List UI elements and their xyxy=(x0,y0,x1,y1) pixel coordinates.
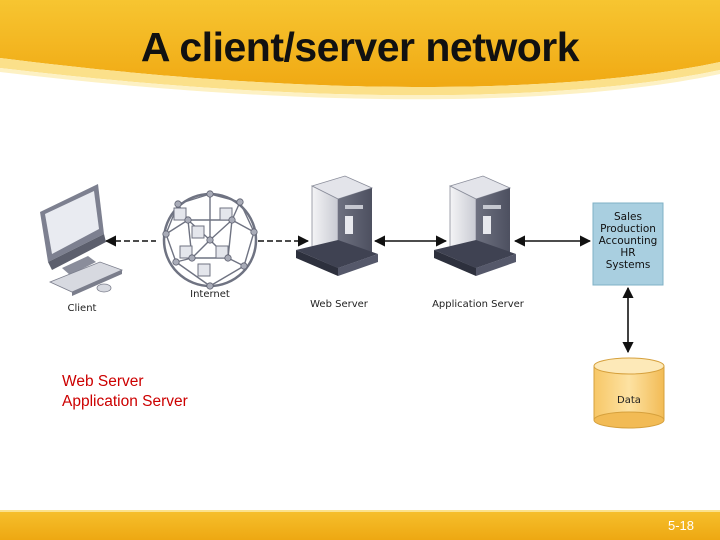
globe-node xyxy=(206,282,214,290)
database-icon: Data xyxy=(593,357,665,429)
globe-node xyxy=(228,216,236,224)
globe-node xyxy=(206,236,214,244)
web-server-label: Web Server xyxy=(310,299,369,310)
globe-link xyxy=(243,231,255,267)
systems-line: Sales xyxy=(614,211,642,223)
globe-node xyxy=(188,254,196,262)
globe-host xyxy=(173,207,187,221)
web-server-icon xyxy=(296,175,378,276)
internet-globe-icon xyxy=(162,190,258,290)
globe-node xyxy=(224,254,232,262)
globe-node xyxy=(236,198,244,206)
globe-node xyxy=(174,200,182,208)
application-server-icon xyxy=(434,175,516,276)
globe-node xyxy=(184,216,192,224)
globe-node xyxy=(172,258,180,266)
globe-link xyxy=(177,193,211,205)
globe-link xyxy=(191,239,211,259)
globe-host xyxy=(197,263,211,277)
globe-link xyxy=(209,193,241,203)
systems-line: Production xyxy=(600,223,656,235)
slide-title: A client/server network xyxy=(140,24,580,70)
business-systems-box: Sales Production Accounting HR Systems xyxy=(592,202,664,286)
globe-host xyxy=(215,245,229,259)
systems-line: Accounting xyxy=(599,235,658,247)
data-label: Data xyxy=(617,395,641,406)
globe-host xyxy=(191,225,205,239)
systems-line: Systems xyxy=(606,259,651,271)
header-banner xyxy=(0,0,720,100)
footer-bar xyxy=(0,510,720,540)
globe-host xyxy=(179,245,193,259)
systems-line: HR xyxy=(620,247,635,259)
globe-node xyxy=(240,262,248,270)
globe-link xyxy=(227,219,233,259)
internet-label: Internet xyxy=(190,289,230,300)
globe-link xyxy=(209,219,233,241)
globe-host xyxy=(219,207,233,221)
globe-node xyxy=(162,230,170,238)
slide-number: 5-18 xyxy=(667,518,694,533)
notes-block: Web Server Application Server xyxy=(62,372,188,412)
globe-node xyxy=(250,228,258,236)
client-label: Client xyxy=(68,303,97,314)
note-application-server: Application Server xyxy=(62,393,188,410)
globe-node xyxy=(206,190,214,198)
client-computer-icon xyxy=(40,184,124,296)
globe-link xyxy=(231,219,255,233)
globe-link xyxy=(175,261,211,287)
globe-link xyxy=(239,201,255,233)
globe-link xyxy=(165,233,177,263)
globe-link xyxy=(165,219,189,235)
application-server-label: Application Server xyxy=(432,299,525,310)
globe-link xyxy=(209,265,245,287)
note-web-server: Web Server xyxy=(62,373,144,390)
